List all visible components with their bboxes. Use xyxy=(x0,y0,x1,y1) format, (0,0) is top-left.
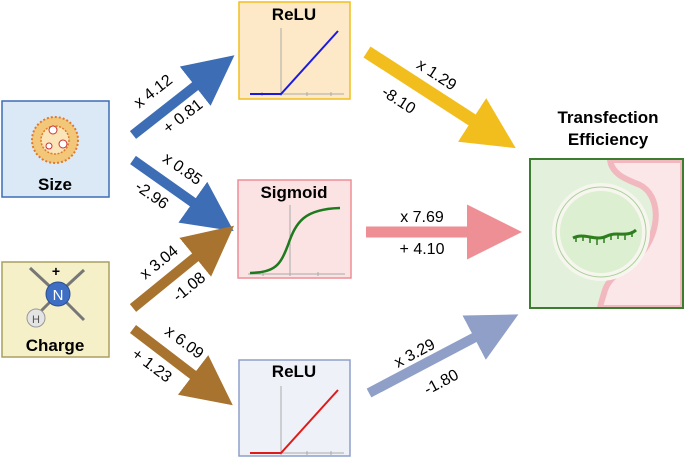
relu-bottom-curve xyxy=(250,389,339,454)
arrow-relu-bottom-to-output xyxy=(366,314,519,398)
arrow-charge-to-sigmoid xyxy=(129,225,235,312)
relu-top-curve xyxy=(250,30,339,95)
bias-bottom-output: -1.80 xyxy=(421,367,461,399)
edge-label-bottom-output: x 3.29 -1.80 xyxy=(392,336,462,399)
arrow-relu-top-to-output xyxy=(363,46,516,149)
amine-molecule-icon: N H + xyxy=(26,263,86,328)
charge-input-node: N H + Charge xyxy=(1,261,110,358)
sigmoid-plot xyxy=(248,205,345,276)
weight-middle-output: x 7.69 xyxy=(400,209,444,226)
relu-top-plot xyxy=(250,28,344,96)
relu-bottom-plot xyxy=(250,386,344,455)
sigmoid-node: Sigmoid xyxy=(237,179,352,279)
charge-label: Charge xyxy=(26,336,85,355)
output-label-line2: Efficiency xyxy=(568,130,649,149)
positive-charge-label: + xyxy=(52,263,60,279)
transfection-output-node: Transfection Efficiency xyxy=(529,108,684,309)
mrna-strand-icon xyxy=(572,228,637,245)
size-label: Size xyxy=(38,175,72,194)
nanoparticle-icon xyxy=(31,116,79,164)
arrow-size-to-sigmoid xyxy=(130,155,234,232)
nitrogen-atom-label: N xyxy=(53,287,64,304)
arrow-charge-to-relu-bottom xyxy=(129,325,233,406)
sigmoid-label: Sigmoid xyxy=(260,183,327,202)
relu-bottom-node: ReLU xyxy=(238,359,351,457)
bias-middle-output: + 4.10 xyxy=(400,241,445,258)
cell-membrane-icon xyxy=(552,160,682,307)
output-label-line1: Transfection xyxy=(557,108,658,127)
arrow-size-to-relu-top xyxy=(129,55,235,139)
relu-bottom-label: ReLU xyxy=(272,362,316,381)
relu-top-label: ReLU xyxy=(272,5,316,24)
relu-top-node: ReLU xyxy=(238,1,351,100)
size-input-node: Size xyxy=(1,100,110,198)
hydrogen-atom-label: H xyxy=(32,314,40,326)
sigmoid-curve xyxy=(249,206,341,275)
